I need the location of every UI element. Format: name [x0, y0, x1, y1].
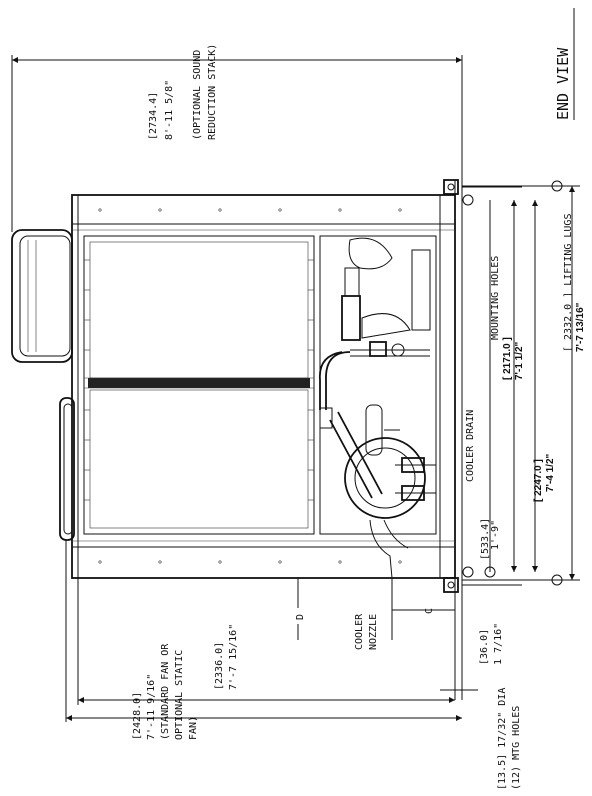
dimension-label: 7'-4 1/2" — [545, 453, 556, 492]
dimension-label: MOUNTING HOLES — [490, 256, 501, 340]
view-title-text: END VIEW — [554, 47, 572, 120]
dim-bottom: D C — [65, 540, 478, 722]
dimension-label: COOLER — [354, 613, 365, 650]
dim-right-side — [462, 180, 580, 586]
dimension-label: 1'-9" — [490, 520, 501, 550]
compressor-compartment — [319, 235, 437, 579]
unit-cabinet — [71, 179, 463, 593]
dimension-label: FAN) — [188, 716, 199, 740]
dimension-label: D — [295, 614, 306, 620]
dimension-label: 7'-1 1/2" — [514, 341, 525, 380]
dimension-label: REDUCTION STACK) — [207, 44, 218, 140]
dimension-label: [2734.4] — [148, 92, 159, 140]
dimension-label: [ 2332.0 ] LIFTING LUGS — [563, 214, 574, 352]
dimension-label: 7'-7 13/16" — [575, 302, 586, 352]
lifting-lug-bottom — [443, 577, 459, 593]
dimension-label: [13.5] 17/32" DIA — [497, 688, 508, 790]
dimension-label: C — [424, 608, 435, 614]
lifting-lug-top — [443, 179, 459, 195]
view-title: END VIEW — [554, 8, 575, 120]
standard-fan — [59, 397, 75, 541]
dimension-label: (12) MTG HOLES — [511, 706, 522, 790]
dimension-label: 1 7/16" — [493, 623, 504, 665]
dimension-label: 7'-7 15/16" — [228, 624, 239, 690]
dimension-label: [533.4] — [480, 518, 491, 560]
dimension-label: (STANDARD FAN OR — [160, 643, 171, 740]
dimension-label: [ 2247.0 ] — [533, 459, 544, 502]
dimension-label: [2428.0] — [132, 692, 143, 740]
dimension-label: NOZZLE — [368, 614, 379, 650]
dimension-label: 8'-11 5/8" — [164, 80, 175, 140]
sound-stack-fan — [11, 229, 73, 363]
dimension-label: OPTIONAL STATIC — [174, 650, 185, 740]
condenser-coil — [83, 235, 315, 535]
dim-sound-stack: [2734.4] 8'-11 5/8" (OPTIONAL SOUND REDU… — [11, 44, 463, 232]
dimension-label: (OPTIONAL SOUND — [192, 50, 203, 140]
dimension-label: [2336.0] — [214, 642, 225, 690]
dimension-label: [ 2171.0 ] — [502, 337, 513, 380]
dimension-label: COOLER DRAIN — [465, 410, 476, 482]
dimension-label: 7'-11 9/16" — [146, 674, 157, 740]
dimension-label: [36.0] — [479, 629, 490, 665]
